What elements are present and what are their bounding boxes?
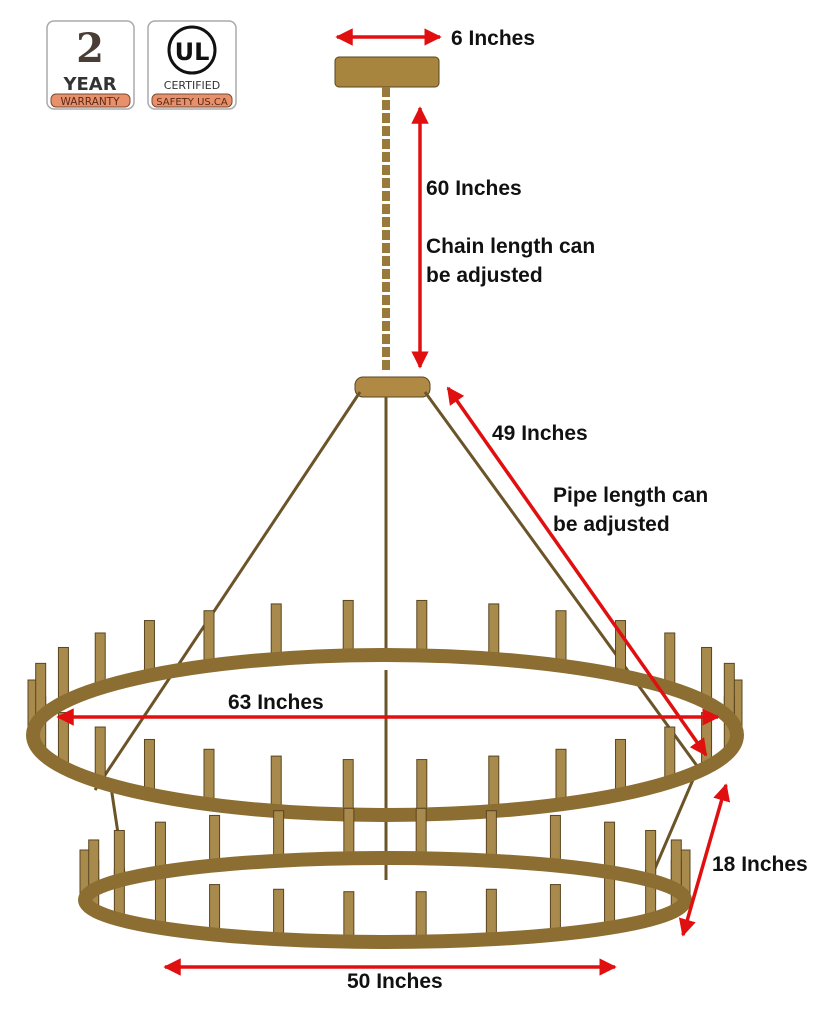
candle-bulb bbox=[342, 599, 354, 656]
candle-bulb bbox=[203, 610, 215, 667]
chain-note-line1: Chain length can bbox=[426, 235, 595, 258]
svg-text:CERTIFIED: CERTIFIED bbox=[164, 79, 220, 92]
candle-bulb bbox=[415, 891, 427, 943]
candle-bulb bbox=[415, 807, 427, 859]
ul-logo: UL bbox=[175, 38, 210, 66]
tier-height-label: 18 Inches bbox=[712, 853, 808, 876]
tier-height-arrow bbox=[678, 783, 731, 937]
chain-label: 60 Inches bbox=[426, 177, 522, 200]
candle-bulb bbox=[485, 888, 497, 940]
chandelier bbox=[26, 56, 744, 949]
canopy-label: 6 Inches bbox=[451, 27, 535, 50]
candle-bulb bbox=[416, 759, 428, 816]
ul-certified-badge: UL CERTIFIED SAFETY US.CA bbox=[147, 20, 237, 110]
pipe-note-line1: Pipe length can bbox=[553, 484, 708, 507]
chain-note-line2: be adjusted bbox=[426, 264, 543, 287]
svg-text:SAFETY US.CA: SAFETY US.CA bbox=[156, 97, 228, 108]
candle-bulb bbox=[143, 738, 155, 795]
candle-bulb bbox=[343, 891, 355, 943]
pipe-note-line2: be adjusted bbox=[553, 513, 670, 536]
candle-bulb bbox=[615, 738, 627, 795]
warranty-badge: 2 YEAR WARRANTY bbox=[46, 20, 135, 110]
pipe-label: 49 Inches bbox=[492, 422, 588, 445]
svg-text:2: 2 bbox=[76, 25, 104, 72]
candle-bulb bbox=[270, 603, 282, 660]
lower-ring-label: 50 Inches bbox=[347, 970, 443, 993]
dimension-arrows bbox=[56, 28, 731, 976]
candle-bulb bbox=[485, 810, 497, 862]
candle-bulb bbox=[555, 748, 567, 805]
svg-text:YEAR: YEAR bbox=[62, 74, 116, 95]
candle-bulb bbox=[209, 814, 221, 866]
candle-bulb bbox=[273, 810, 285, 862]
candle-bulb bbox=[143, 620, 155, 677]
candle-bulb bbox=[209, 884, 221, 936]
candle-bulb bbox=[273, 888, 285, 940]
candle-bulb bbox=[549, 884, 561, 936]
candle-bulb bbox=[343, 807, 355, 859]
candle-bulb bbox=[488, 603, 500, 660]
candle-bulb bbox=[549, 814, 561, 866]
candle-bulb bbox=[203, 748, 215, 805]
svg-text:WARRANTY: WARRANTY bbox=[60, 96, 120, 108]
candle-bulb bbox=[416, 599, 428, 656]
candle-bulb bbox=[342, 759, 354, 816]
candle-bulb bbox=[270, 755, 282, 812]
candle-bulb bbox=[555, 610, 567, 667]
pipe-arrow bbox=[446, 386, 708, 757]
upper-ring-label: 63 Inches bbox=[228, 691, 324, 714]
candle-bulb bbox=[488, 755, 500, 812]
